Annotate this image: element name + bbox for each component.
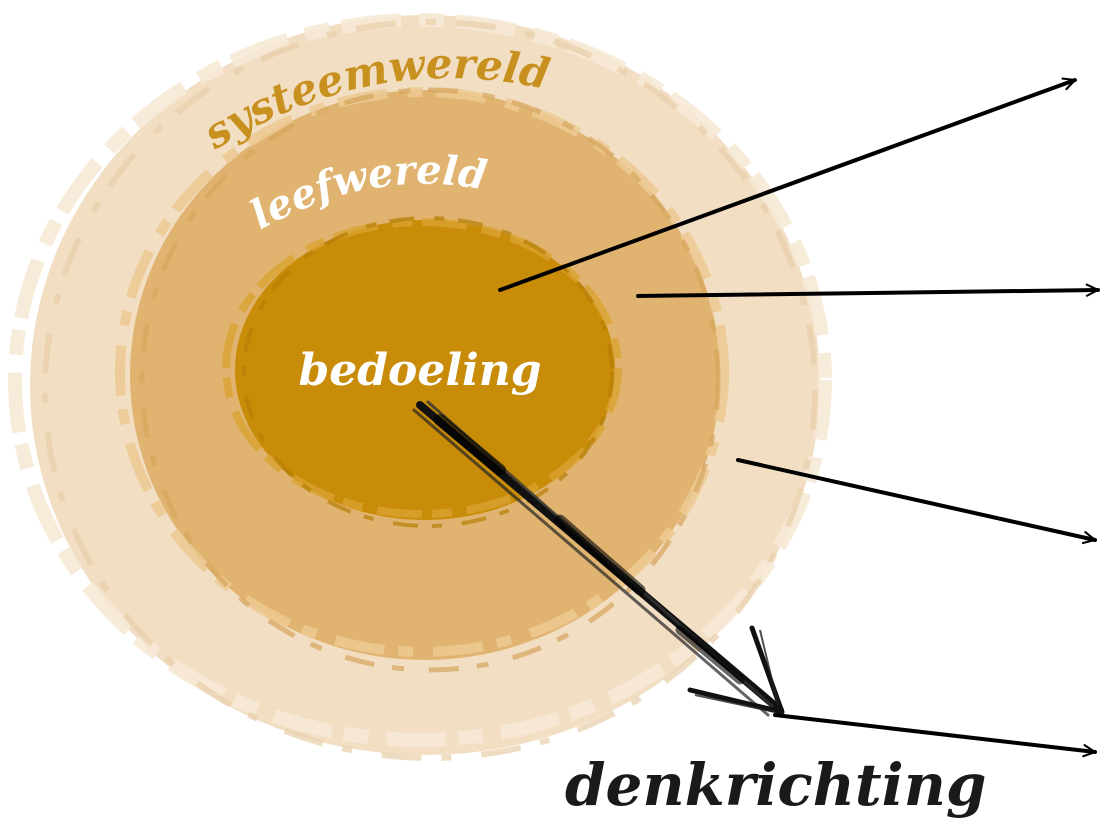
middle-ring-brush-texture bbox=[115, 87, 729, 657]
arrow-to-bottom-right bbox=[773, 713, 1097, 758]
denkrichting-arrowhead bbox=[687, 625, 785, 715]
middle-ring-brush-texture-2 bbox=[139, 87, 721, 673]
inner-circle-brush-texture-2 bbox=[242, 216, 614, 528]
inner-circle-bedoeling bbox=[222, 216, 622, 528]
arrow-to-top-right bbox=[498, 77, 1077, 292]
inner-circle-label: bedoeling bbox=[298, 345, 541, 396]
outer-ring-brush-texture-2 bbox=[42, 19, 818, 761]
inner-circle-shape bbox=[235, 220, 615, 520]
arrow-to-middle-right bbox=[636, 283, 1100, 298]
arrow-to-lower-right bbox=[736, 458, 1097, 545]
denkrichting-brush-arrow bbox=[412, 400, 785, 717]
denkrichting-label: denkrichting bbox=[565, 751, 986, 819]
inner-circle-brush-texture bbox=[222, 218, 622, 518]
outer-ring-brush-texture bbox=[8, 13, 832, 747]
